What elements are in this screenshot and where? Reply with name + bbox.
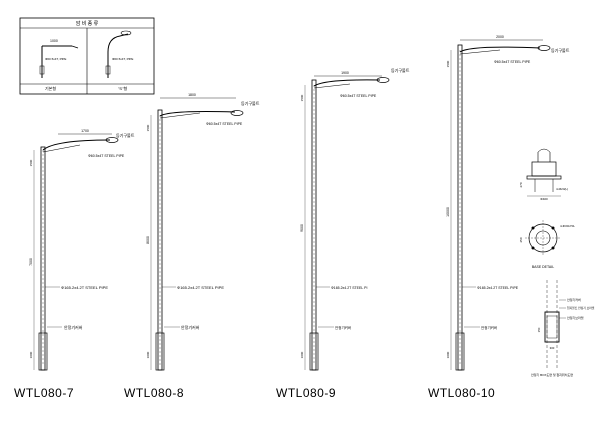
legend-title: 암 비 종 류 <box>76 20 99 27</box>
pole-pipe-label: Φ165.2x4.2T STEEL PIPE <box>177 285 224 290</box>
base-detail: Φ400 4-M24(L) 270 4-Φ30x70L 250 BASE DET… <box>519 148 575 269</box>
lamp-bolt-label: 등기구볼트 <box>391 67 410 73</box>
bolt-circle-label: 4-Φ30x70L <box>560 224 575 228</box>
arm-type-legend: 암 비 종 류 1000 Φ60.5x4T, PIPE 기본형 Φ60.5x4T… <box>19 17 155 95</box>
height-dim: 9000 <box>300 224 304 232</box>
arm-pipe-label: Φ60.5x4T STEEL PIPE <box>206 122 243 126</box>
ballast-label-1: 안정기커버 <box>567 297 581 302</box>
ballast-detail-title: 안정기 BOX도면 및 접지위치도면 <box>531 372 573 377</box>
legend-right-label: "S"형 <box>118 85 128 91</box>
pole-wtl080-7: 1700 등기구볼트 Φ60.5x4T STEEL PIPE 7000 1500… <box>29 129 135 371</box>
pole-pipe-label: Φ165.2x4.2T STEEL PIPE <box>477 286 519 290</box>
ballast-box-detail: 안정기커버 접지볼트 안정기 브라켓 안정기브라켓 150 300 안정기 BO… <box>531 280 595 377</box>
legend-left-dim: 1000 <box>50 39 58 43</box>
pole-pipe-label: Φ165.2x4.2T STEEL PI <box>331 286 367 290</box>
top-dim: 1500 <box>300 94 304 101</box>
lamp-bolt-label: 등기구볼트 <box>551 47 570 53</box>
ballast-label-3: 안정기브라켓 <box>567 315 584 320</box>
pole-wtl080-9: 1900 등기구볼트 Φ60.5x4T STEEL PIPE 9000 1500… <box>300 67 410 371</box>
bottom-dim: 1000 <box>300 351 304 358</box>
bottom-dim: 1000 <box>446 351 450 358</box>
top-dim: 1500 <box>29 159 33 166</box>
lamp-bolt-label: 등기구볼트 <box>116 132 135 138</box>
anchor-label: 4-M24(L) <box>556 187 568 191</box>
bottom-dim: 1000 <box>29 351 33 358</box>
model-label-wtl080-8: WTL080-8 <box>124 386 185 400</box>
ballast-dim-2: 300 <box>550 346 555 350</box>
base-cover-label: 안정기커버 <box>335 325 351 330</box>
ballast-dim-1: 150 <box>537 327 541 332</box>
bottom-dim: 1000 <box>146 351 150 358</box>
arm-length-dim: 2000 <box>496 35 504 39</box>
arm-length-dim: 1900 <box>341 71 349 75</box>
arm-pipe-label: Φ60.5x4T STEEL PIPE <box>494 60 531 64</box>
arm-pipe-label: Φ60.5x4T STEEL PIPE <box>88 154 125 158</box>
height-dim: 10000 <box>446 207 450 217</box>
model-label-wtl080-9: WTL080-9 <box>276 386 337 400</box>
pole-wtl080-8: 1800 등기구볼트 Φ60.5x4T STEEL PIPE 8000 1500… <box>146 93 260 371</box>
lamp-bolt-label: 등기구볼트 <box>241 100 260 106</box>
model-label-wtl080-10: WTL080-10 <box>428 386 496 400</box>
arm-pipe-label: Φ60.5x4T STEEL PIPE <box>340 94 377 98</box>
base-cover-label: 안정기커버 <box>64 324 83 330</box>
arm-length-dim: 1700 <box>81 129 89 133</box>
base-cover-label: 안정기커버 <box>181 324 200 330</box>
dim-270: 270 <box>519 182 523 187</box>
legend-left-label: 기본형 <box>45 85 56 91</box>
pole-pipe-label: Φ165.2x4.2T STEEL PIPE <box>61 285 108 290</box>
base-cover-label: 안정기커버 <box>481 325 497 330</box>
top-dim: 1500 <box>446 60 450 67</box>
legend-left-pipe: Φ60.5x4T, PIPE <box>45 57 66 61</box>
height-dim: 7000 <box>29 258 33 266</box>
height-dim: 8000 <box>146 236 150 244</box>
plate-dim: Φ400 <box>540 197 548 201</box>
pole-wtl080-10: 2000 등기구볼트 Φ60.5x4T STEEL PIPE 10000 150… <box>446 35 570 371</box>
legend-right-pipe: Φ60.5x4T, PIPE <box>112 57 133 61</box>
top-dim: 1500 <box>146 124 150 131</box>
dim-250: 250 <box>519 237 523 242</box>
model-label-wtl080-7: WTL080-7 <box>14 386 75 400</box>
arm-length-dim: 1800 <box>188 93 196 97</box>
base-detail-title: BASE DETAIL <box>532 265 554 269</box>
ballast-label-2: 접지볼트 안정기 브라켓 <box>567 306 595 310</box>
